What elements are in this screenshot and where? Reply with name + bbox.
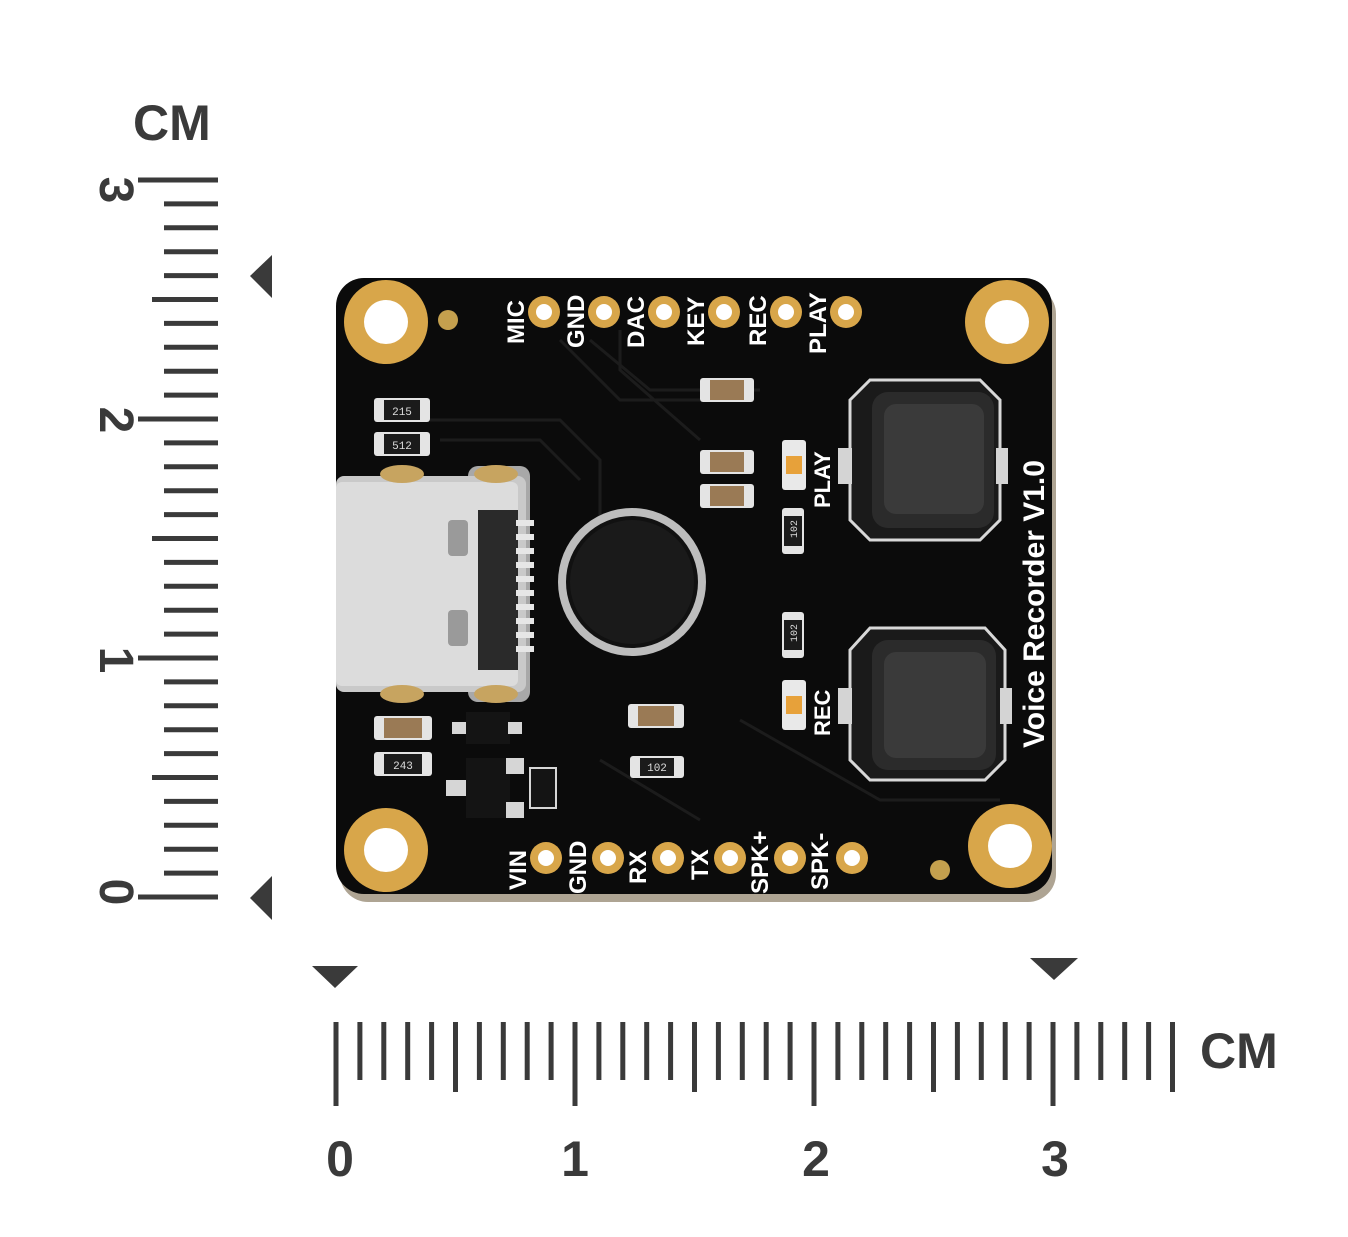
bottom-pin-label-spk-minus: SPK- (807, 833, 834, 890)
resistor-102-play-code: 102 (790, 520, 801, 538)
vertical-marker-bottom (250, 876, 272, 920)
mounting-hole-bottom-left (344, 808, 428, 892)
board-title: Voice Recorder V1.0 (1018, 460, 1051, 748)
pcb-board: MIC GND DAC KEY REC PLAY VIN GND RX TX S… (336, 278, 1056, 902)
top-pin-label-dac: DAC (623, 296, 650, 348)
horizontal-marker-left (312, 966, 358, 988)
horizontal-unit-label: CM (1200, 1023, 1278, 1079)
top-pin-label-play: PLAY (805, 292, 832, 354)
resistor-215: 215 (374, 398, 430, 422)
resistor-102-rec: 102 (782, 612, 804, 658)
top-pin-label-key: KEY (683, 297, 710, 346)
bottom-pin-label-rx: RX (625, 851, 652, 884)
vertical-label-0: 0 (89, 879, 142, 906)
rec-button[interactable] (838, 626, 1012, 782)
play-led-label: PLAY (810, 451, 835, 508)
bottom-header-pads (530, 842, 868, 874)
resistor-243-code: 243 (393, 761, 413, 773)
play-led (782, 440, 806, 490)
rec-led (782, 680, 806, 730)
resistor-215-code: 215 (392, 407, 412, 419)
resistor-512: 512 (374, 432, 430, 456)
horizontal-ruler: CM 0 1 2 3 (312, 958, 1278, 1187)
resistor-102-bottom-code: 102 (647, 763, 667, 775)
horizontal-label-2: 2 (802, 1131, 830, 1187)
vertical-label-1: 1 (89, 647, 142, 674)
fiducial-bottom (930, 860, 950, 880)
top-pin-label-mic: MIC (503, 300, 530, 344)
vertical-marker-top (250, 255, 272, 298)
horizontal-label-0: 0 (326, 1131, 354, 1187)
bottom-pin-label-spk-plus: SPK+ (747, 831, 774, 894)
transistors (446, 712, 557, 818)
bottom-pin-label-gnd: GND (565, 841, 592, 894)
resistor-512-code: 512 (392, 441, 412, 453)
resistor-102-rec-code: 102 (790, 624, 801, 642)
bottom-pin-label-tx: TX (687, 849, 714, 880)
mounting-hole-top-left (344, 280, 428, 364)
vertical-ruler: CM 3 2 1 0 (89, 95, 272, 920)
vertical-label-2: 2 (89, 407, 142, 434)
pcb-traces (430, 330, 1000, 822)
top-pin-label-rec: REC (745, 295, 772, 346)
fiducial-top (438, 310, 458, 330)
horizontal-label-3: 3 (1041, 1131, 1069, 1187)
microphone-capsule (558, 508, 706, 656)
resistor-243: 243 (374, 752, 432, 776)
resistor-102-bottom: 102 (630, 756, 684, 778)
mounting-hole-bottom-right (968, 804, 1052, 888)
horizontal-label-1: 1 (561, 1131, 589, 1187)
usb-c-connector (336, 465, 534, 703)
top-header-pads (528, 296, 862, 328)
capacitors (374, 378, 754, 740)
play-button[interactable] (838, 378, 1008, 542)
bottom-pin-label-vin: VIN (505, 850, 532, 890)
vertical-label-3: 3 (89, 177, 142, 204)
vertical-unit-label: CM (133, 95, 211, 151)
mounting-hole-top-right (965, 280, 1049, 364)
resistor-102-play: 102 (782, 508, 804, 554)
horizontal-marker-right (1030, 958, 1078, 980)
top-pin-label-gnd: GND (563, 295, 590, 348)
rec-led-label: REC (810, 689, 835, 736)
